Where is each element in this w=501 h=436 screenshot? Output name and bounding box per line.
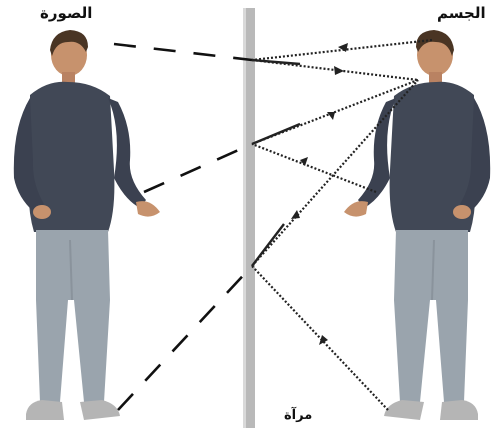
- image-figure: [13, 30, 160, 420]
- ray-direction-arrow: [319, 335, 328, 345]
- ray-direction-arrow: [327, 112, 335, 120]
- virtual-rays: [113, 42, 253, 411]
- virtual-ray-hand: [143, 142, 253, 194]
- virtual-ray-head: [113, 42, 253, 62]
- object-figure: [344, 30, 491, 420]
- ray-mirror-to-eye-3: [251, 79, 419, 267]
- ray-foot-to-mirror: [251, 265, 389, 411]
- object-label: الجسم: [437, 4, 486, 22]
- ray-direction-arrow: [334, 66, 344, 75]
- ray-arrows: [291, 43, 348, 345]
- mirror-label: مرآة: [284, 408, 313, 423]
- ray-hand-to-mirror: [251, 142, 377, 194]
- image-label: الصورة: [40, 4, 93, 22]
- virtual-ray-foot: [117, 265, 253, 411]
- ray-head-to-mirror: [251, 38, 433, 62]
- ray-direction-arrow: [291, 210, 300, 219]
- ray-direction-arrow: [338, 43, 348, 52]
- ray-direction-arrow: [300, 157, 308, 166]
